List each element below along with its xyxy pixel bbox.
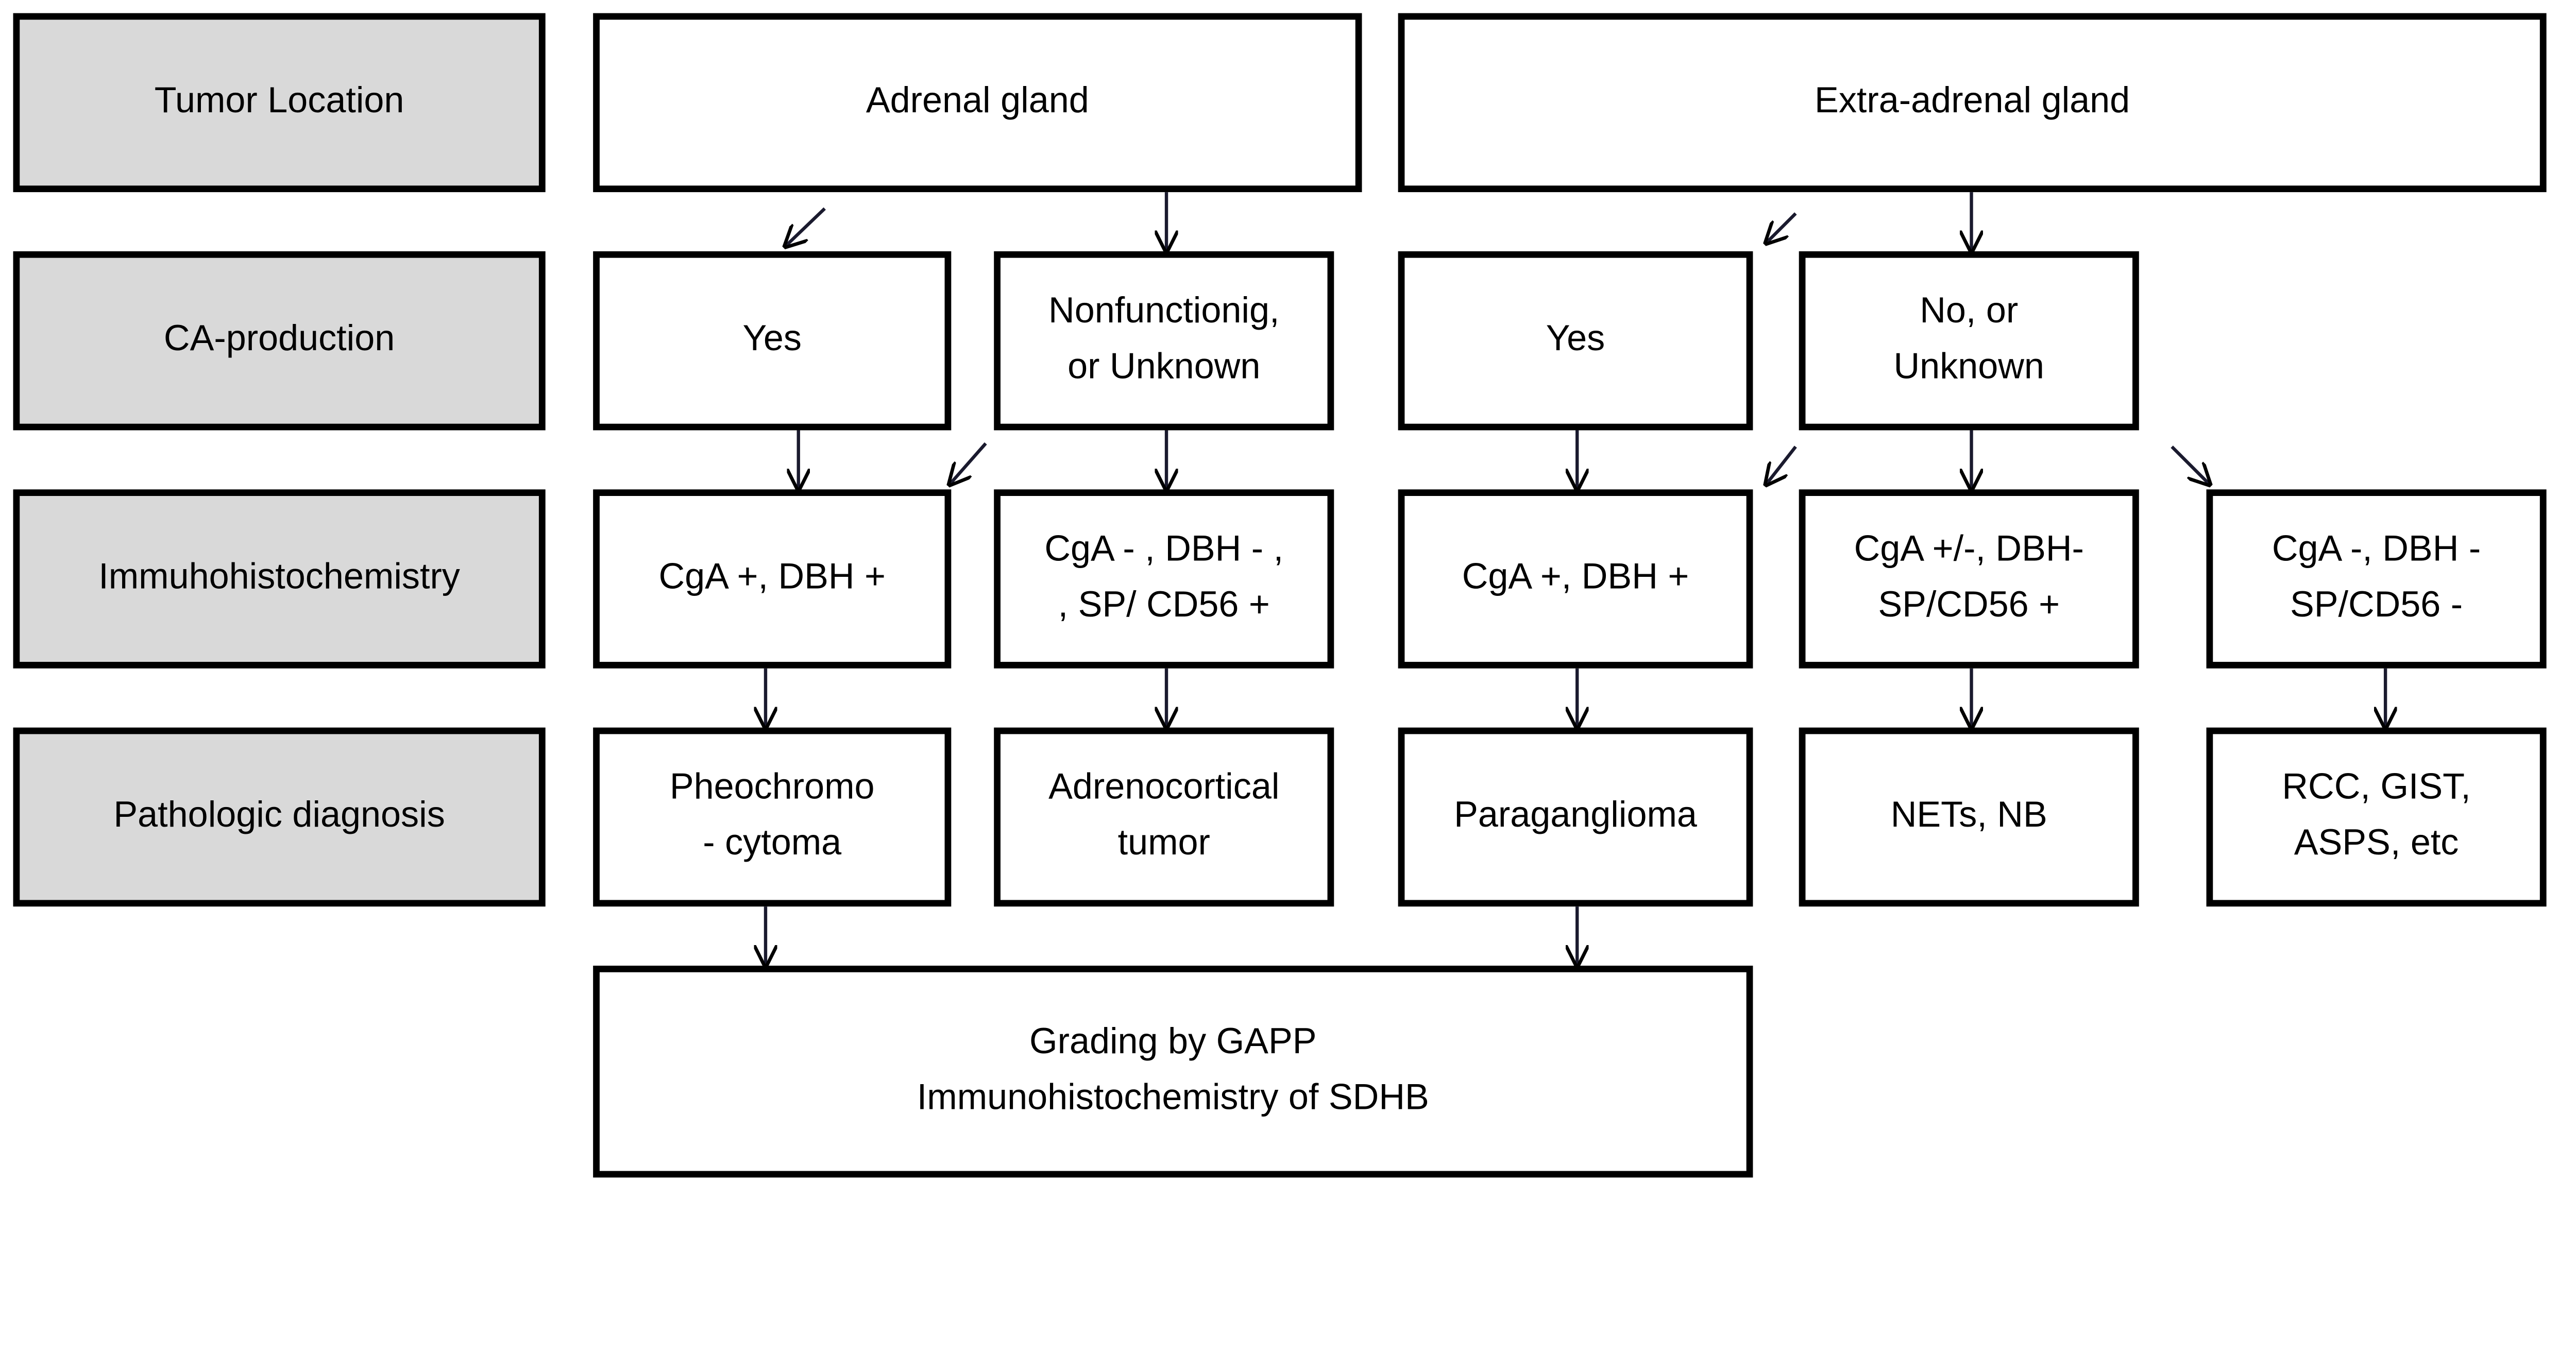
arrow-icon [1766,212,1797,243]
extra-ca-no-box [1799,251,2139,431]
dx-paraganglioma-box [1398,727,1753,907]
extra-ca-yes-box [1398,251,1753,431]
row-label-immunohistochemistry [13,489,546,669]
ihc-adrenal-neg-text: , SP/ CD56 + [1058,584,1270,624]
dx-nets-nb-box [1799,727,2139,907]
dx-paraganglioma-text: Paraganglioma [1454,794,1698,834]
dx-pheochromocytoma-text: - cytoma [703,821,842,862]
extra-adrenal-text: Extra-adrenal gland [1815,79,2130,120]
dx-adrenocortical-box [994,727,1334,907]
ihc-extra-neg-box [2206,489,2547,669]
ihc-extra-mixed-text: CgA +/-, DBH- [1854,527,2084,568]
dx-nets-nb-text: NETs, NB [1891,794,2047,834]
extra-ca-no-text: Unknown [1894,345,2044,386]
ihc-extra-neg-text: SP/CD56 - [2290,584,2463,624]
row-label-immunohistochemistry-text: Immuhohistochemistry [98,556,460,596]
dx-rcc-gist-asps-text: ASPS, etc [2294,821,2459,862]
dx-pheochromocytoma-text: Pheochromo [670,766,875,807]
extra-ca-no-text: No, or [1920,289,2018,330]
ihc-extra-pos-text: CgA +, DBH + [1462,556,1689,596]
ihc-adrenal-neg-text: CgA - , DBH - , [1044,527,1283,568]
ihc-adrenal-neg-box [994,489,1334,669]
extra-ca-yes-text: Yes [1546,317,1605,358]
row-label-ca-production-text: CA-production [164,317,395,358]
dx-pheochromocytoma-box [593,727,952,907]
flowchart-canvas: Tumor LocationCA-productionImmuhohistoch… [13,13,2547,1178]
grading-box [593,965,1753,1178]
dx-rcc-gist-asps-box [2206,727,2547,907]
ihc-extra-mixed-text: SP/CD56 + [1878,584,2060,624]
adrenal-ca-yes-text: Yes [743,317,802,358]
arrow-icon [1766,445,1797,484]
adrenal-ca-nonfunctioning-text: or Unknown [1067,345,1260,386]
adrenal-ca-nonfunctioning-text: Nonfunctionig, [1048,289,1279,330]
adrenal-box [593,13,1362,193]
dx-adrenocortical-text: Adrenocortical [1048,766,1279,807]
ihc-extra-pos-box [1398,489,1753,669]
grading-text: Grading by GAPP [1029,1020,1317,1061]
arrow-icon [950,442,987,485]
row-label-pathologic-diagnosis-text: Pathologic diagnosis [113,794,445,834]
row-label-pathologic-diagnosis [13,727,546,907]
extra-adrenal-box [1398,13,2547,193]
ihc-extra-mixed-box [1799,489,2139,669]
row-label-ca-production [13,251,546,431]
row-label-tumor-location-text: Tumor Location [155,79,404,120]
dx-rcc-gist-asps-text: RCC, GIST, [2282,766,2470,807]
ihc-adrenal-pos-text: CgA +, DBH + [658,556,886,596]
grading-text: Immunohistochemistry of SDHB [917,1076,1429,1117]
ihc-adrenal-pos-box [593,489,952,669]
row-label-tumor-location [13,13,546,193]
arrow-icon [2171,445,2210,484]
dx-adrenocortical-text: tumor [1118,821,1210,862]
arrow-icon [785,207,826,246]
adrenal-ca-yes-box [593,251,952,431]
adrenal-text: Adrenal gland [866,79,1089,120]
adrenal-ca-nonfunctioning-box [994,251,1334,431]
ihc-extra-neg-text: CgA -, DBH - [2272,527,2481,568]
